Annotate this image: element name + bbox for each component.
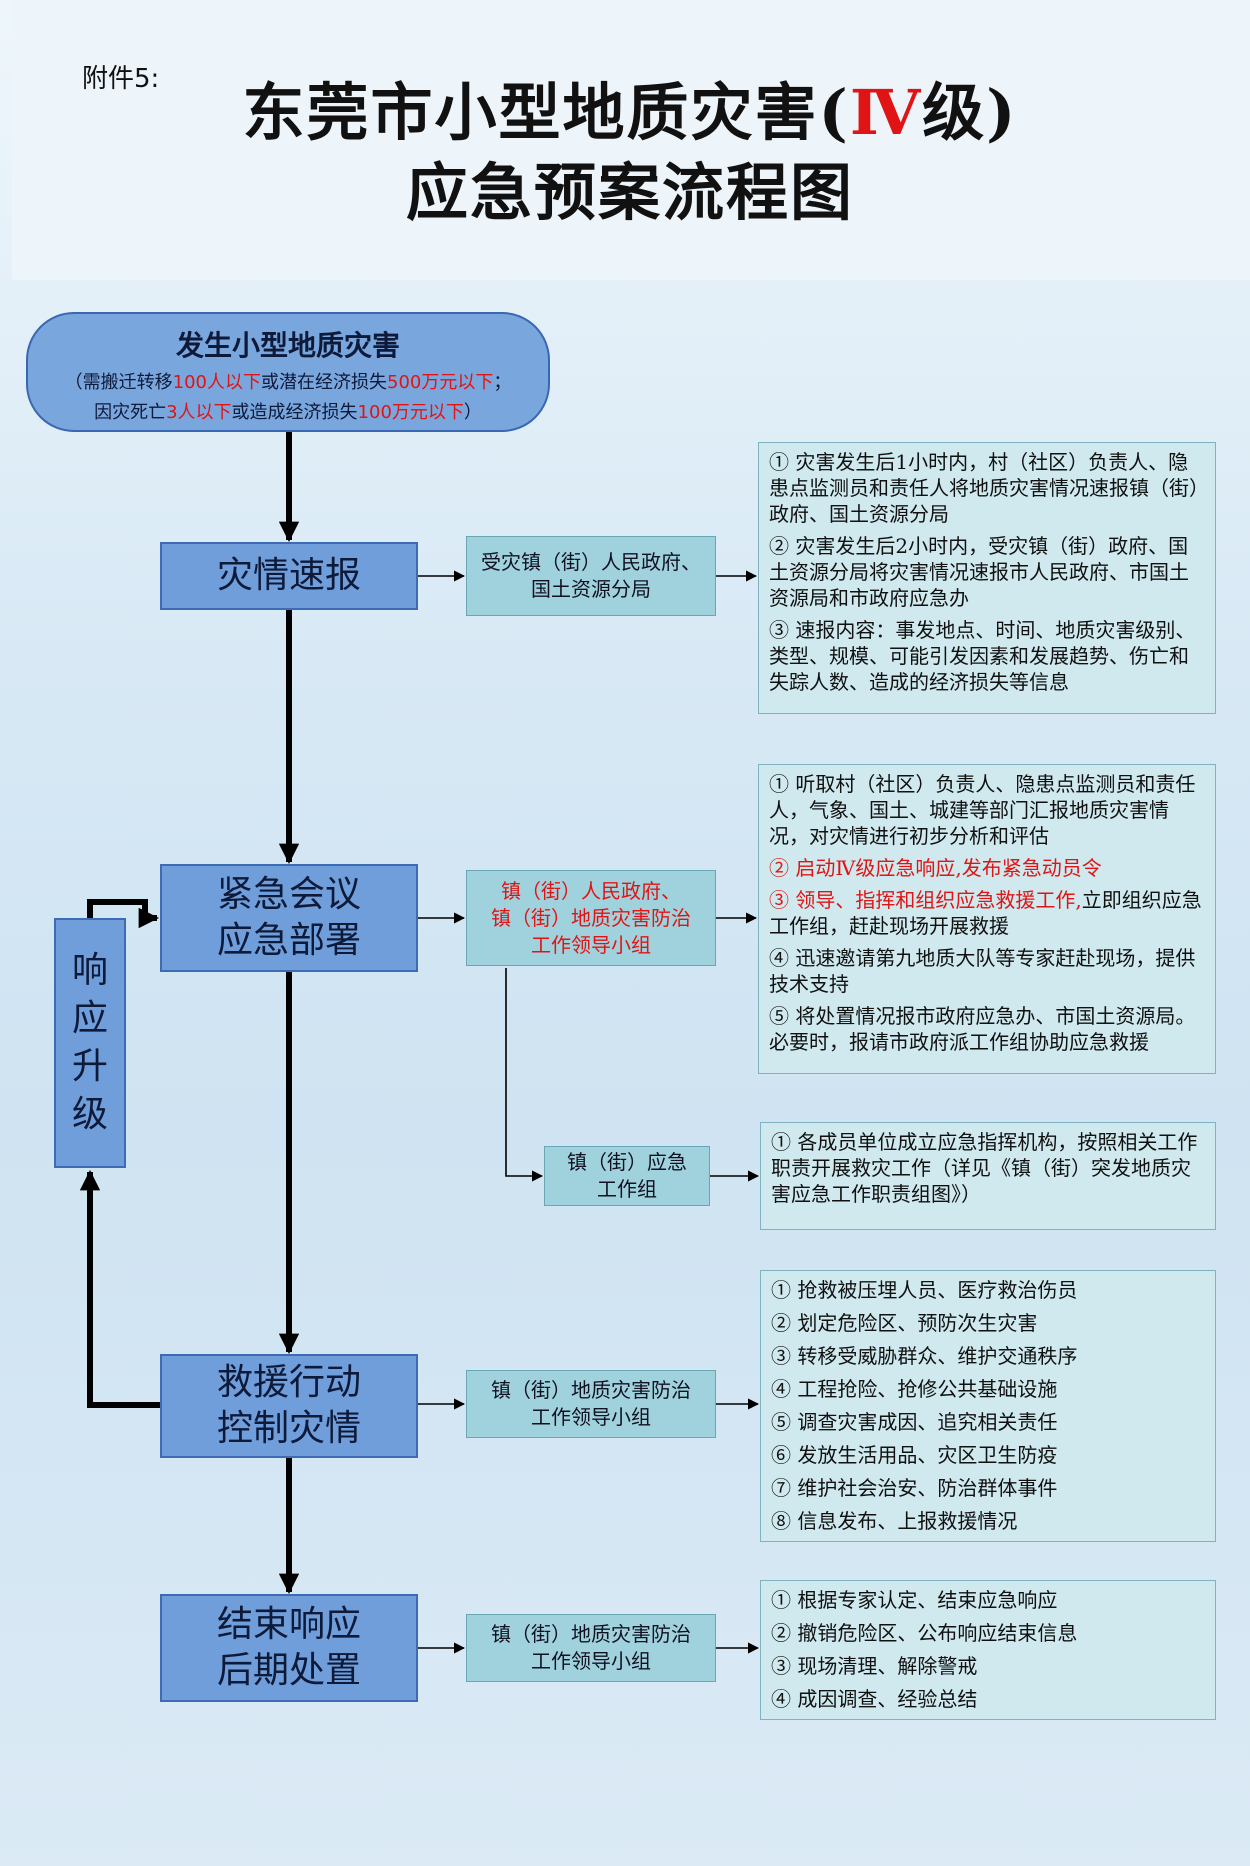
mid-leading-group-end: 镇（街）地质灾害防治 工作领导小组 [466, 1614, 716, 1682]
arrow-escalate-to-meeting [87, 899, 160, 929]
title-line-2: 应急预案流程图 [405, 156, 854, 229]
response-escalation: 响 应 升 级 [54, 918, 126, 1168]
stage-emergency-meeting: 紧急会议 应急部署 [160, 864, 418, 972]
mid-town-government-leading-group: 镇（街）人民政府、 镇（街）地质灾害防治 工作领导小组 [466, 870, 716, 966]
detail-team-steps: ① 各成员单位成立应急指挥机构，按照相关工作职责开展救灾工作（详见《镇（街）突发… [760, 1122, 1216, 1230]
arrow-rescue-to-escalate [79, 1169, 160, 1408]
title-line-1: 东莞市小型地质灾害(Ⅳ级) [242, 76, 1018, 149]
detail-rescue-steps: ① 抢救被压埋人员、医疗救治伤员 ② 划定危险区、预防次生灾害 ③ 转移受威胁群… [760, 1270, 1216, 1542]
detail-end-steps: ① 根据专家认定、结束应急响应 ② 撤销危险区、公布响应结束信息 ③ 现场清理、… [760, 1580, 1216, 1720]
stage-rescue-action: 救援行动 控制灾情 [160, 1354, 418, 1458]
start-line-1: （需搬迁转移100人以下或潜在经济损失500万元以下； [64, 372, 512, 393]
stage-disaster-report: 灾情速报 [160, 542, 418, 610]
stage-end-response: 结束响应 后期处置 [160, 1594, 418, 1702]
start-title: 发生小型地质灾害 [175, 329, 400, 362]
detail-meeting-steps: ① 听取村（社区）负责人、隐患点监测员和责任人，气象、国土、城建等部门汇报地质灾… [758, 764, 1216, 1074]
attachment-label: 附件5: [82, 64, 160, 94]
mid-town-emergency-team: 镇（街）应急 工作组 [544, 1146, 710, 1206]
start-event: 发生小型地质灾害 （需搬迁转移100人以下或潜在经济损失500万元以下； 因灾死… [26, 312, 550, 432]
detail-report-steps: ① 灾害发生后1小时内，村（社区）负责人、隐患点监测员和责任人将地质灾害情况速报… [758, 442, 1216, 714]
header-panel [12, 0, 1250, 280]
mid-leading-group-rescue: 镇（街）地质灾害防治 工作领导小组 [466, 1370, 716, 1438]
start-line-2: 因灾死亡3人以下或造成经济损失100万元以下） [94, 402, 482, 423]
mid-town-government-land-bureau: 受灾镇（街）人民政府、 国土资源分局 [466, 536, 716, 616]
